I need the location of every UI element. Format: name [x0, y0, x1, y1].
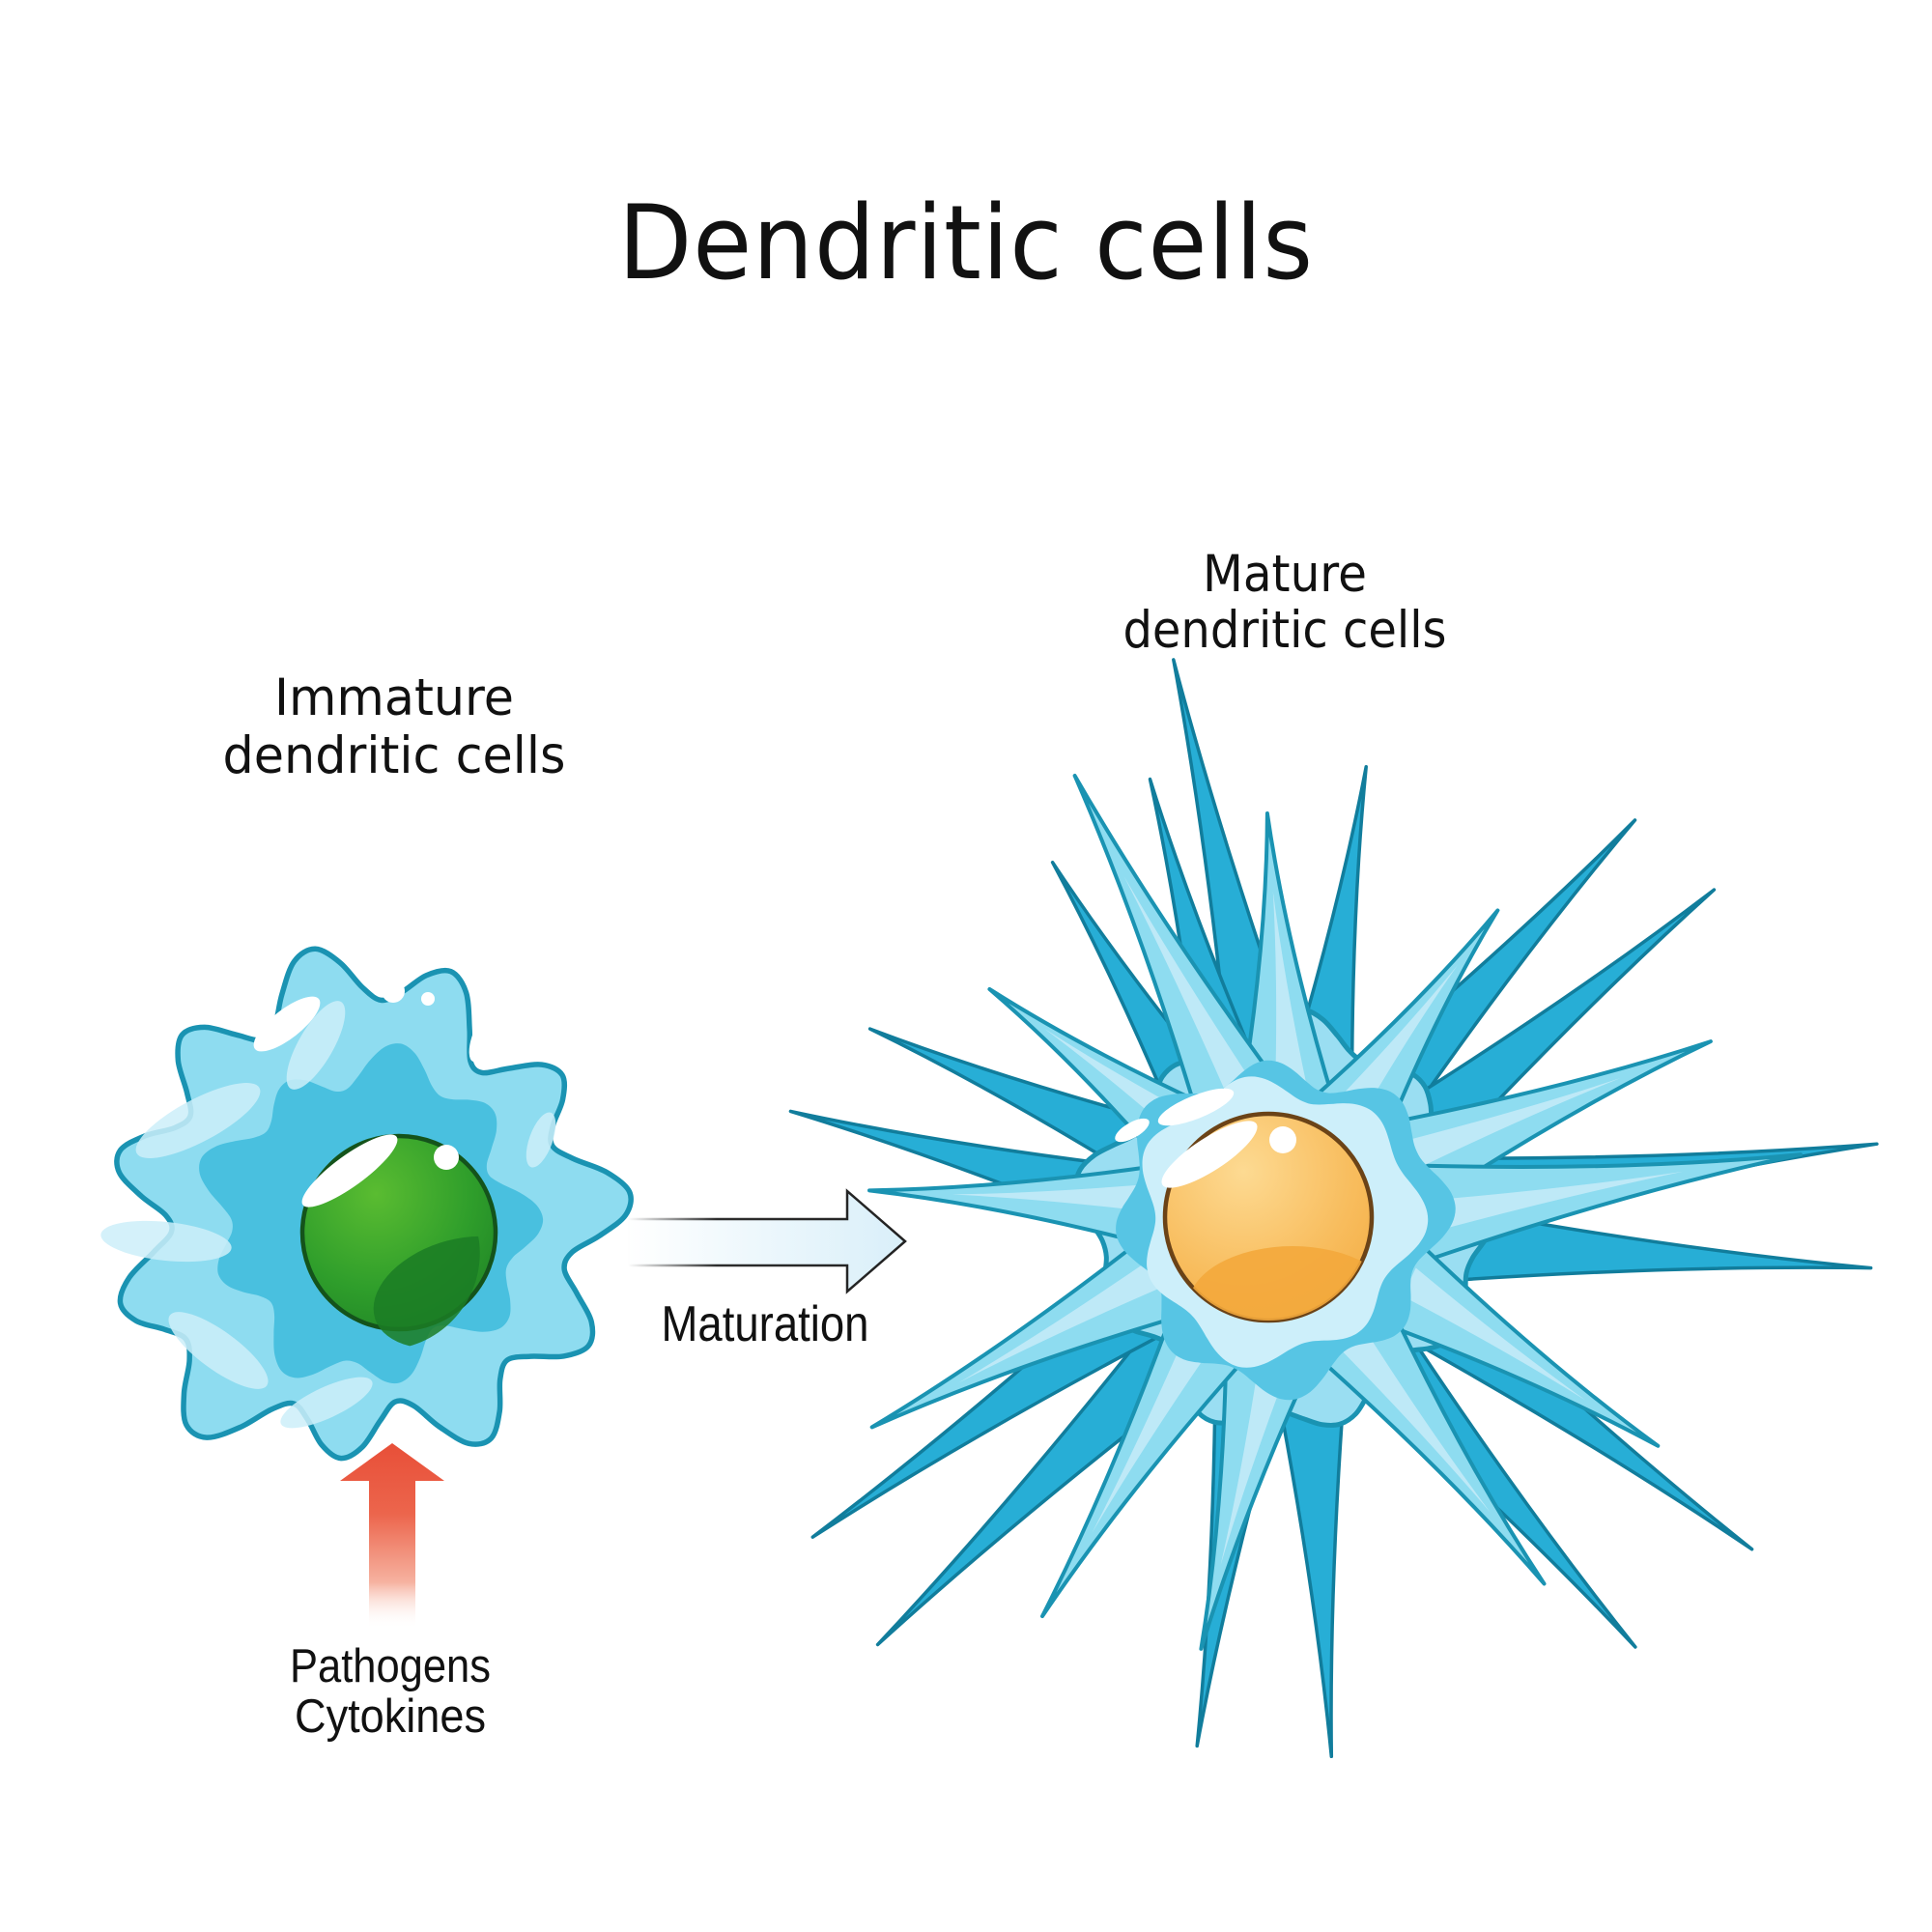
nucleus-gloss — [1269, 1126, 1296, 1153]
dendrite-front-spike — [1234, 811, 1347, 1137]
dendrite-spike-highlight — [1092, 1321, 1216, 1534]
nucleus-shading — [1188, 1246, 1372, 1321]
mature-label-line1: Mature — [1203, 545, 1367, 604]
dendrite-front-spike — [1072, 774, 1312, 1161]
dendrite-spike-highlight — [1334, 964, 1459, 1118]
membrane-highlight — [135, 1083, 261, 1158]
orange-nucleus — [1161, 1111, 1375, 1323]
gloss-highlight — [253, 996, 321, 1052]
dendrite-spike-highlight — [1123, 876, 1262, 1106]
membrane-highlight — [280, 1377, 373, 1429]
maturation-arrow: Maturation — [626, 1188, 907, 1352]
mature-cell — [788, 658, 1879, 1759]
dendrite-back-spike — [1269, 1345, 1350, 1759]
stimuli-label-line2: Cytokines — [295, 1690, 486, 1743]
nucleus-gloss — [301, 1134, 398, 1208]
gloss-highlight — [469, 1017, 492, 1062]
mature-label-line2: dendritic cells — [1123, 601, 1447, 660]
gloss-highlight — [1157, 1088, 1235, 1126]
stimuli-label-line1: Pathogens — [290, 1640, 491, 1692]
gloss-highlight — [1115, 1118, 1150, 1143]
membrane-highlight — [100, 1220, 232, 1263]
labels: Dendritic cells Immature dendritic cells… — [223, 184, 1447, 1743]
membrane-highlight — [168, 1312, 269, 1389]
dendrite-front-spike — [1199, 1309, 1333, 1651]
membrane-highlight — [286, 1001, 346, 1090]
dendrite-spike-highlight — [1395, 1077, 1621, 1172]
dendrite-front-spike — [869, 1205, 1221, 1430]
dendrite-front-spike — [1346, 1214, 1661, 1448]
immature-label-line2: dendritic cells — [223, 726, 566, 785]
membrane-highlight — [526, 1112, 556, 1168]
dendrite-spike-highlight — [957, 1256, 1165, 1383]
immature-cell — [100, 946, 634, 1462]
nucleus-gloss — [434, 1145, 459, 1170]
dendrite-spike-highlight — [1341, 1334, 1491, 1513]
dendrite-spike-highlight — [952, 1182, 1163, 1213]
dendrite-spike-highlight — [1420, 1171, 1684, 1235]
dendrite-front-spike — [1373, 1152, 1803, 1278]
cytoplasm-highlights — [100, 980, 556, 1429]
maturation-label: Maturation — [662, 1296, 869, 1352]
dendrite-spike-highlight — [1403, 1267, 1586, 1401]
immature-label-line1: Immature — [274, 668, 514, 727]
up-arrow-icon — [340, 1443, 444, 1629]
stimuli-up-arrow — [340, 1443, 444, 1629]
nucleus-gloss — [1161, 1121, 1258, 1188]
gloss-highlight — [382, 980, 405, 1003]
dendrite-spike-highlight — [1272, 891, 1308, 1091]
right-arrow-icon — [626, 1188, 907, 1294]
body-highlights — [1115, 1088, 1235, 1143]
page-title: Dendritic cells — [618, 184, 1314, 302]
gloss-highlight — [421, 992, 435, 1006]
